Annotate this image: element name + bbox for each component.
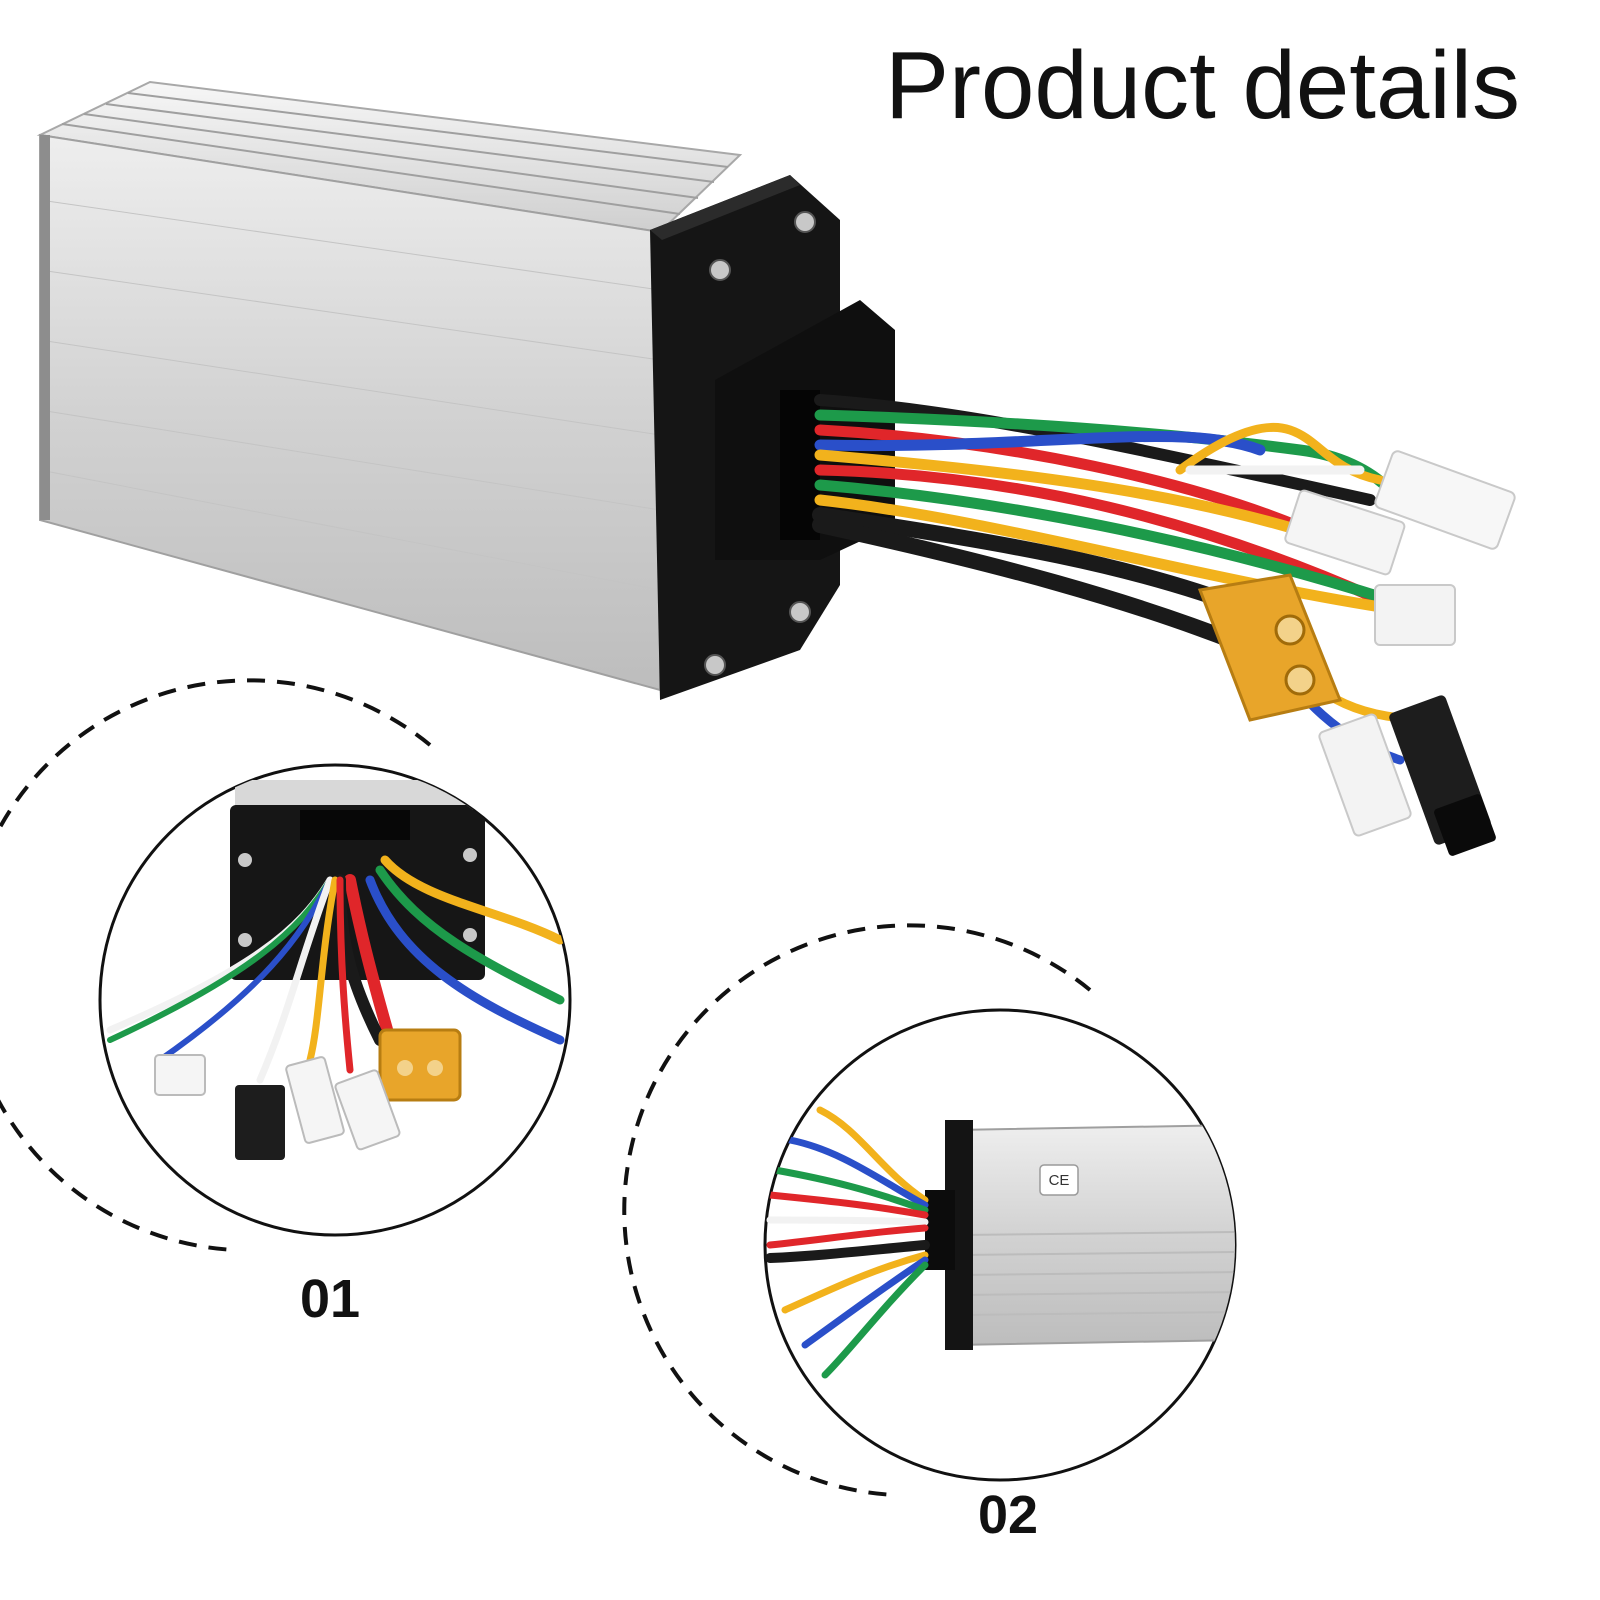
wire-bundle (812, 394, 1445, 765)
detail-label-01: 01 (300, 1269, 361, 1329)
detail-label-02: 02 (978, 1485, 1039, 1545)
connectors (1197, 450, 1516, 856)
detail-view-02 (622, 923, 1237, 1497)
white-plug (1284, 450, 1516, 837)
housing-side (39, 133, 661, 692)
ce-badge: CE (1048, 1172, 1070, 1189)
page-title: Product details (884, 32, 1520, 139)
xt60-connector (1197, 573, 1343, 722)
main-controller (36, 80, 895, 700)
screw-icon (704, 211, 816, 676)
black-plug (1389, 695, 1496, 856)
detail-view-01 (0, 678, 572, 1252)
